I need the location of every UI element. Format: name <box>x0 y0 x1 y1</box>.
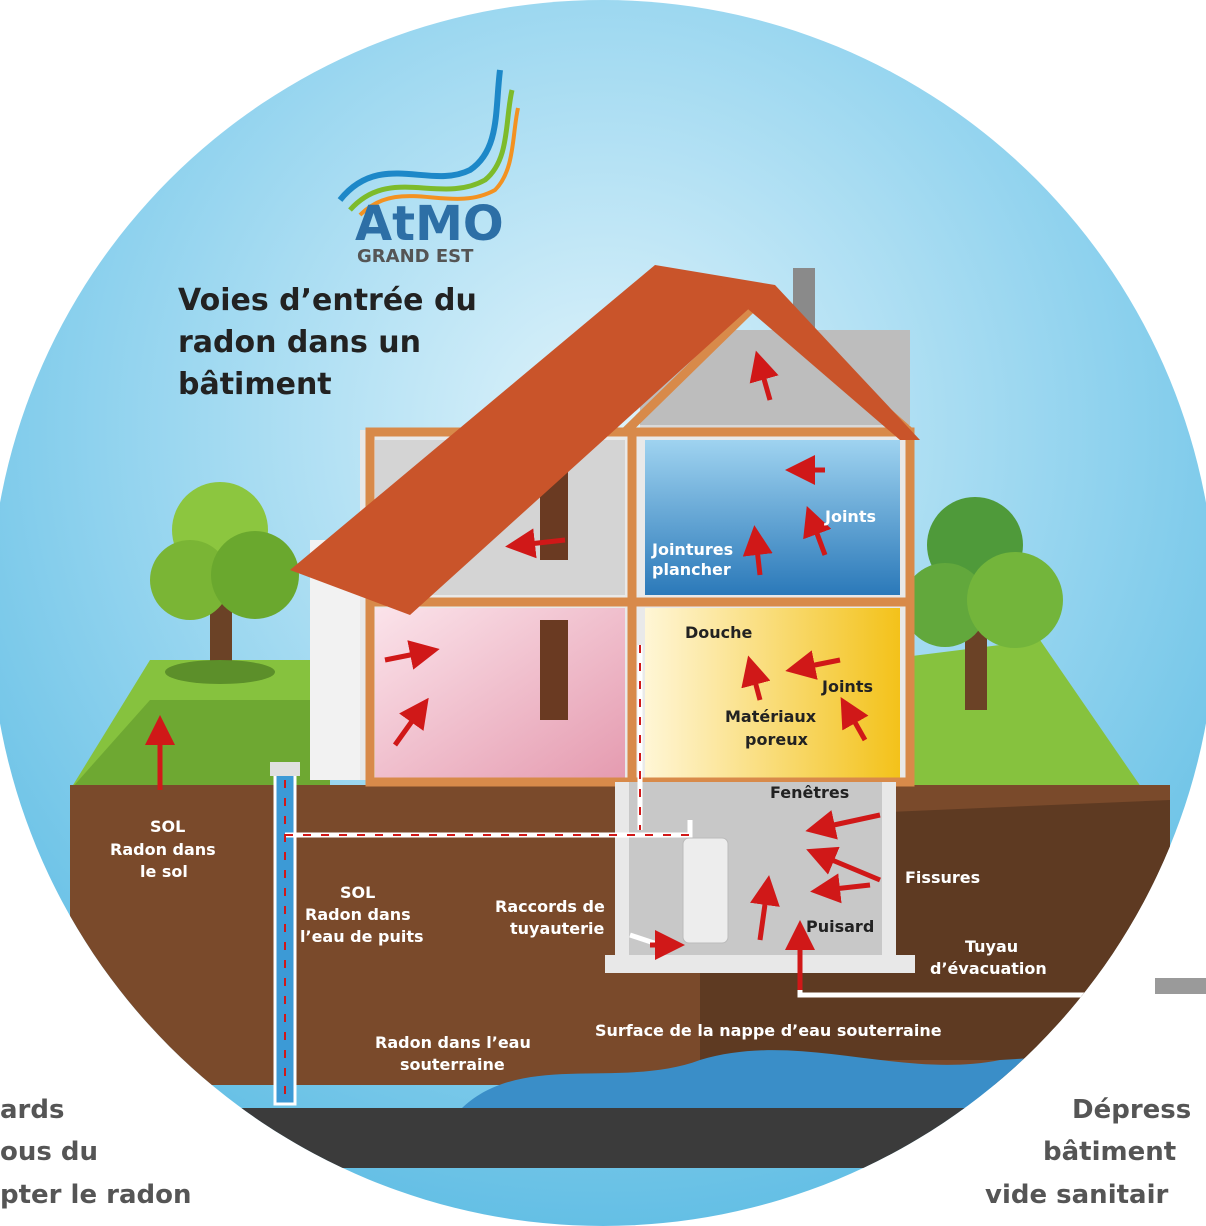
label-douche: Douche <box>685 623 753 642</box>
label-radon-eau-2: souterraine <box>400 1055 505 1074</box>
label-tuyau-2: d’évacuation <box>930 959 1047 978</box>
right-caption-line-1: Dépress <box>1072 1095 1191 1125</box>
labels: Joints Jointures plancher Douche Joints … <box>110 507 1047 1074</box>
label-nappe: Surface de la nappe d’eau souterraine <box>595 1021 942 1040</box>
room-lower-right-yellow <box>645 608 900 778</box>
right-caption: Dépress bâtiment vide sanitair <box>985 1095 1191 1210</box>
label-sol1-1: SOL <box>150 817 185 836</box>
label-joints-mid: Joints <box>821 677 873 696</box>
roof <box>290 265 775 615</box>
left-caption-line-3: pter le radon <box>0 1180 192 1210</box>
radon-arrows <box>145 350 881 990</box>
logo-region: GRAND EST <box>357 246 474 267</box>
diagram-title-line-2: radon dans un <box>178 325 421 360</box>
label-radon-eau-1: Radon dans l’eau <box>375 1033 531 1052</box>
label-raccords-2: tuyauterie <box>510 919 605 938</box>
label-fenetres: Fenêtres <box>770 783 849 802</box>
label-fissures: Fissures <box>905 868 980 887</box>
label-jointures-1: Jointures <box>651 540 733 559</box>
left-caption-line-1: ards <box>0 1095 64 1125</box>
label-materiaux-2: poreux <box>745 730 809 749</box>
left-caption: ards ous du pter le radon <box>0 1095 192 1210</box>
tree-right <box>903 497 1063 710</box>
label-puisard: Puisard <box>806 917 874 936</box>
label-sol2-3: l’eau de puits <box>300 927 424 946</box>
label-jointures-2: plancher <box>652 560 731 579</box>
atmo-logo: AtMO GRAND EST <box>337 69 520 267</box>
left-caption-line-2: ous du <box>0 1137 98 1167</box>
diagram-title-line-3: bâtiment <box>178 367 332 402</box>
right-caption-line-2: bâtiment <box>1043 1137 1176 1167</box>
room-upper-right-blue <box>645 440 900 595</box>
logo-brand: AtMO <box>355 196 504 252</box>
right-caption-line-3: vide sanitair <box>985 1180 1168 1210</box>
room-lower-left-pink <box>375 608 625 778</box>
label-sol1-2: Radon dans <box>110 840 216 859</box>
label-joints-top: Joints <box>824 507 876 526</box>
label-sol2-2: Radon dans <box>305 905 411 924</box>
label-tuyau-1: Tuyau <box>965 937 1018 956</box>
label-materiaux-1: Matériaux <box>725 707 817 726</box>
diagram-title-line-1: Voies d’entrée du <box>178 283 477 318</box>
label-raccords-1: Raccords de <box>495 897 605 916</box>
house <box>290 265 920 973</box>
label-sol2-1: SOL <box>340 883 375 902</box>
label-sol1-3: le sol <box>140 862 188 881</box>
tree-left <box>150 482 299 684</box>
grass-right <box>880 640 1150 830</box>
